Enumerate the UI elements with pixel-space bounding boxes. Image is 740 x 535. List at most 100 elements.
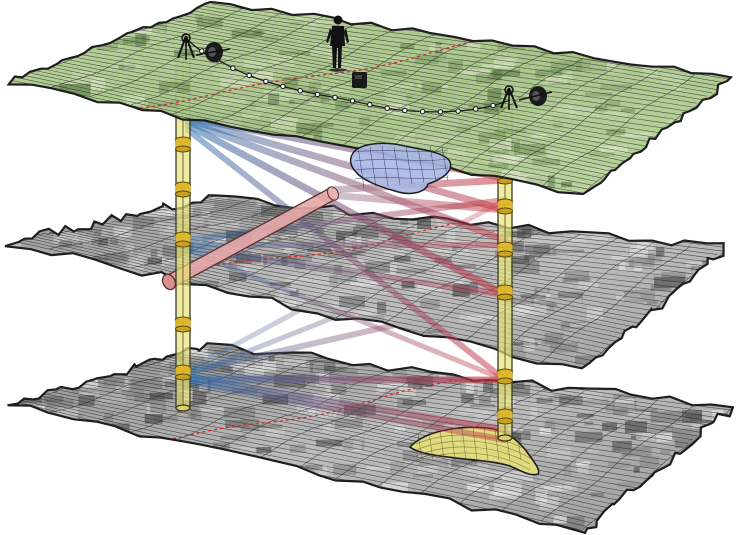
sensor-band-body: [175, 235, 191, 244]
texture-patch: [104, 412, 114, 425]
texture-patch: [343, 438, 365, 450]
texture-patch: [429, 44, 444, 51]
texture-patch: [608, 461, 632, 468]
texture-patch: [242, 113, 260, 118]
texture-patch: [296, 404, 316, 414]
texture-patch: [157, 221, 177, 232]
texture-patch: [316, 245, 341, 252]
texture-patch: [624, 421, 648, 433]
texture-patch: [590, 235, 608, 241]
texture-patch: [417, 218, 431, 229]
texture-patch: [587, 448, 599, 453]
texture-patch: [554, 104, 573, 115]
mesh-line: [89, 51, 643, 151]
texture-patch: [322, 422, 335, 433]
mesh-line: [73, 385, 633, 493]
mesh-line: [66, 388, 628, 498]
texture-patch: [331, 383, 347, 395]
texture-patch: [263, 360, 276, 372]
texture-patch: [533, 245, 556, 256]
mesh-line: [450, 428, 456, 461]
tripod-icon: [500, 85, 518, 110]
texture-patch: [162, 375, 175, 380]
sensor-band-body: [497, 412, 513, 421]
texture-patch: [78, 392, 100, 396]
texture-patch: [157, 224, 168, 231]
mesh-line: [417, 146, 425, 184]
texture-patch: [344, 404, 376, 416]
cable-sensor: [367, 102, 373, 108]
texture-patch: [561, 181, 572, 188]
texture-patch: [315, 439, 343, 447]
mesh-line: [458, 63, 621, 173]
texture-patch: [446, 230, 456, 243]
ground-surface-boundary-dashed: [134, 38, 483, 110]
sensor-band: [497, 417, 513, 425]
cable-sensor: [263, 78, 269, 85]
texture-patch: [309, 359, 336, 373]
texture-patch: [100, 393, 126, 403]
texture-patch: [320, 123, 334, 127]
ray-path: [184, 116, 509, 214]
cable-sensor: [332, 94, 338, 101]
mesh-line: [176, 355, 708, 430]
texture-patch: [585, 92, 613, 97]
texture-patch: [654, 276, 685, 288]
texture-patch: [179, 351, 211, 358]
sensor-band: [175, 145, 191, 153]
texture-patch: [531, 134, 547, 138]
mesh-line: [103, 45, 653, 143]
ray-path: [326, 191, 509, 214]
mesh-line: [180, 202, 703, 266]
texture-patch: [639, 456, 659, 468]
sensor-band: [175, 190, 191, 198]
mesh-line: [499, 241, 655, 355]
boreholes: [175, 54, 513, 442]
texture-patch: [504, 297, 534, 305]
texture-patch: [537, 303, 557, 307]
texture-patch: [510, 306, 526, 318]
texture-patch: [394, 255, 411, 262]
texture-patch: [153, 415, 179, 422]
texture-patch: [174, 50, 195, 57]
mesh-line: [164, 18, 697, 104]
mesh-line: [170, 16, 702, 100]
cable-sensor: [297, 88, 303, 94]
texture-patch: [307, 248, 332, 252]
texture-patch: [589, 151, 615, 157]
sensor-band: [497, 293, 513, 301]
texture-patch: [661, 73, 684, 84]
texture-patch: [428, 460, 445, 467]
texture-patch: [150, 399, 166, 413]
mesh-line: [417, 433, 423, 461]
texture-patch: [135, 33, 147, 47]
cable-sensor: [473, 106, 479, 112]
mesh-line: [253, 216, 435, 298]
ray-path: [184, 118, 509, 244]
ground-surface-mesh: [8, 2, 731, 194]
mesh-line: [55, 231, 617, 342]
texture-patch: [402, 400, 427, 406]
cable-sensor: [280, 83, 286, 90]
mesh-line: [334, 383, 510, 480]
texture-patch: [542, 395, 550, 400]
texture-patch: [62, 78, 86, 84]
texture-patch: [582, 399, 609, 406]
texture-patch: [417, 466, 438, 475]
mesh-line: [540, 403, 696, 522]
texture-patch: [565, 71, 573, 83]
texture-patch: [336, 60, 364, 70]
mesh-line: [187, 201, 708, 263]
texture-patch: [129, 257, 144, 270]
mesh-line: [144, 26, 682, 116]
mesh-line: [376, 52, 547, 157]
texture-patch: [613, 405, 628, 415]
texture-patch: [578, 280, 599, 289]
mesh-line: [415, 452, 531, 471]
texture-patch: [399, 388, 416, 397]
texture-patch: [459, 69, 490, 75]
texture-patch: [538, 112, 553, 121]
sensor-band: [497, 207, 513, 215]
texture-patch: [466, 42, 481, 50]
texture-patch: [97, 41, 118, 51]
